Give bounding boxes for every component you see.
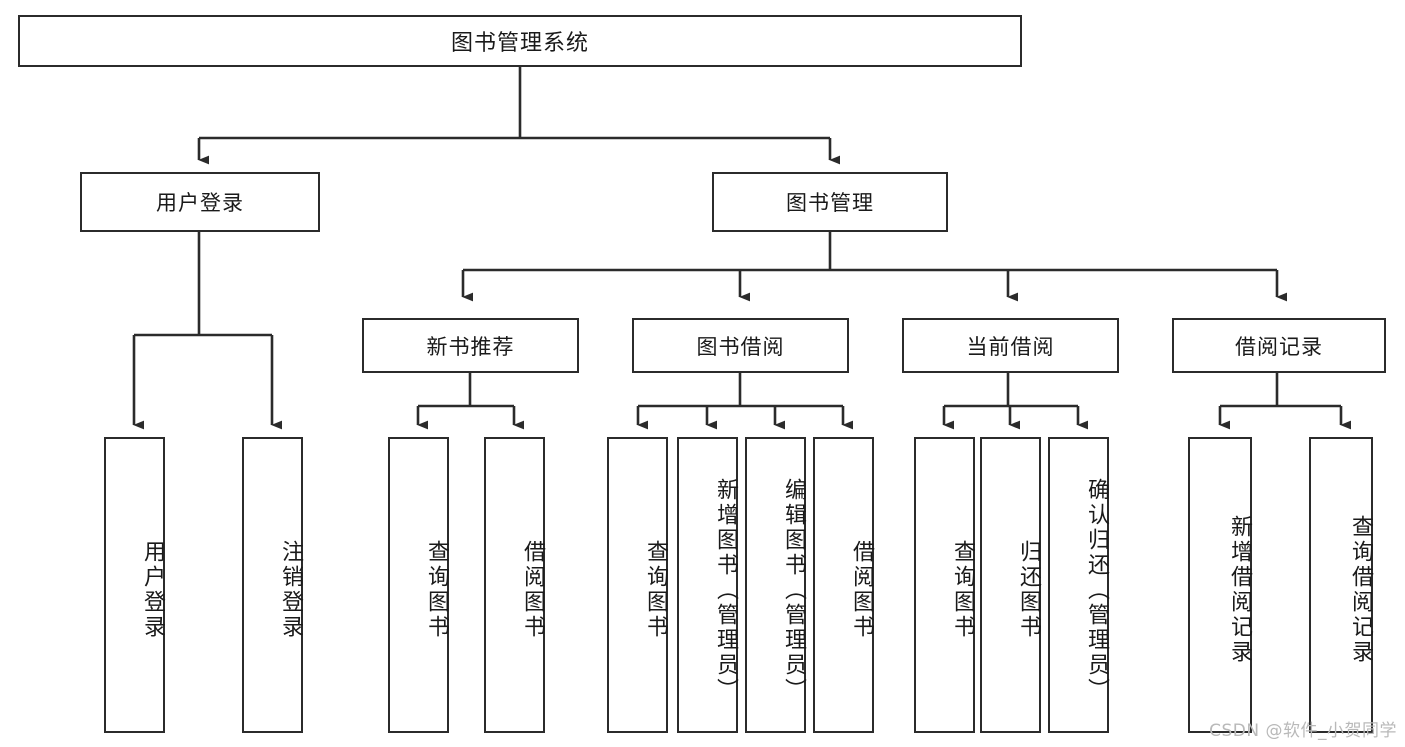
leaf-record-add-record[interactable]: 新增借阅记录 bbox=[1188, 437, 1252, 733]
node-book-management-label: 图书管理 bbox=[786, 191, 874, 215]
node-book-management[interactable]: 图书管理 bbox=[712, 172, 948, 232]
leaf-label: 编辑图书（管理员） bbox=[781, 477, 806, 703]
leaf-new-book-borrow[interactable]: 借阅图书 bbox=[484, 437, 545, 733]
leaf-label: 用户登录 bbox=[140, 540, 165, 640]
leaf-user-login-logout[interactable]: 注销登录 bbox=[242, 437, 303, 733]
leaf-label: 借阅图书 bbox=[520, 540, 545, 640]
node-new-book-recommend[interactable]: 新书推荐 bbox=[362, 318, 579, 373]
leaf-borrow-borrow-book[interactable]: 借阅图书 bbox=[813, 437, 874, 733]
leaf-label: 查询图书 bbox=[950, 540, 975, 640]
leaf-label: 新增图书（管理员） bbox=[713, 477, 738, 703]
node-new-book-recommend-label: 新书推荐 bbox=[426, 334, 515, 359]
csdn-watermark: CSDN @软件_小贺同学 bbox=[1209, 721, 1397, 741]
leaf-new-book-query[interactable]: 查询图书 bbox=[388, 437, 449, 733]
leaf-label: 查询图书 bbox=[424, 540, 449, 640]
leaf-label: 借阅图书 bbox=[849, 540, 874, 640]
leaf-borrow-query-book[interactable]: 查询图书 bbox=[607, 437, 668, 733]
leaf-label: 确认归还（管理员） bbox=[1084, 477, 1109, 703]
leaf-user-login-login[interactable]: 用户登录 bbox=[104, 437, 165, 733]
node-current-borrow[interactable]: 当前借阅 bbox=[902, 318, 1119, 373]
node-borrow-record-label: 借阅记录 bbox=[1235, 334, 1323, 359]
node-borrow-record[interactable]: 借阅记录 bbox=[1172, 318, 1386, 373]
leaf-current-return-book[interactable]: 归还图书 bbox=[980, 437, 1041, 733]
leaf-borrow-add-book-admin[interactable]: 新增图书（管理员） bbox=[677, 437, 738, 733]
node-root-label: 图书管理系统 bbox=[450, 31, 589, 56]
leaf-label: 新增借阅记录 bbox=[1227, 515, 1252, 665]
leaf-label: 注销登录 bbox=[278, 540, 303, 640]
node-book-borrow[interactable]: 图书借阅 bbox=[632, 318, 849, 373]
leaf-label: 归还图书 bbox=[1016, 540, 1041, 640]
leaf-label: 查询图书 bbox=[643, 540, 668, 640]
node-root[interactable]: 图书管理系统 bbox=[18, 15, 1022, 67]
node-book-borrow-label: 图书借阅 bbox=[696, 334, 785, 359]
node-current-borrow-label: 当前借阅 bbox=[966, 334, 1055, 359]
leaf-label: 查询借阅记录 bbox=[1348, 515, 1373, 665]
leaf-current-confirm-return-admin[interactable]: 确认归还（管理员） bbox=[1048, 437, 1109, 733]
node-user-login-label: 用户登录 bbox=[156, 191, 244, 215]
leaf-borrow-edit-book-admin[interactable]: 编辑图书（管理员） bbox=[745, 437, 806, 733]
node-user-login[interactable]: 用户登录 bbox=[80, 172, 320, 232]
leaf-current-query-book[interactable]: 查询图书 bbox=[914, 437, 975, 733]
leaf-record-query-record[interactable]: 查询借阅记录 bbox=[1309, 437, 1373, 733]
